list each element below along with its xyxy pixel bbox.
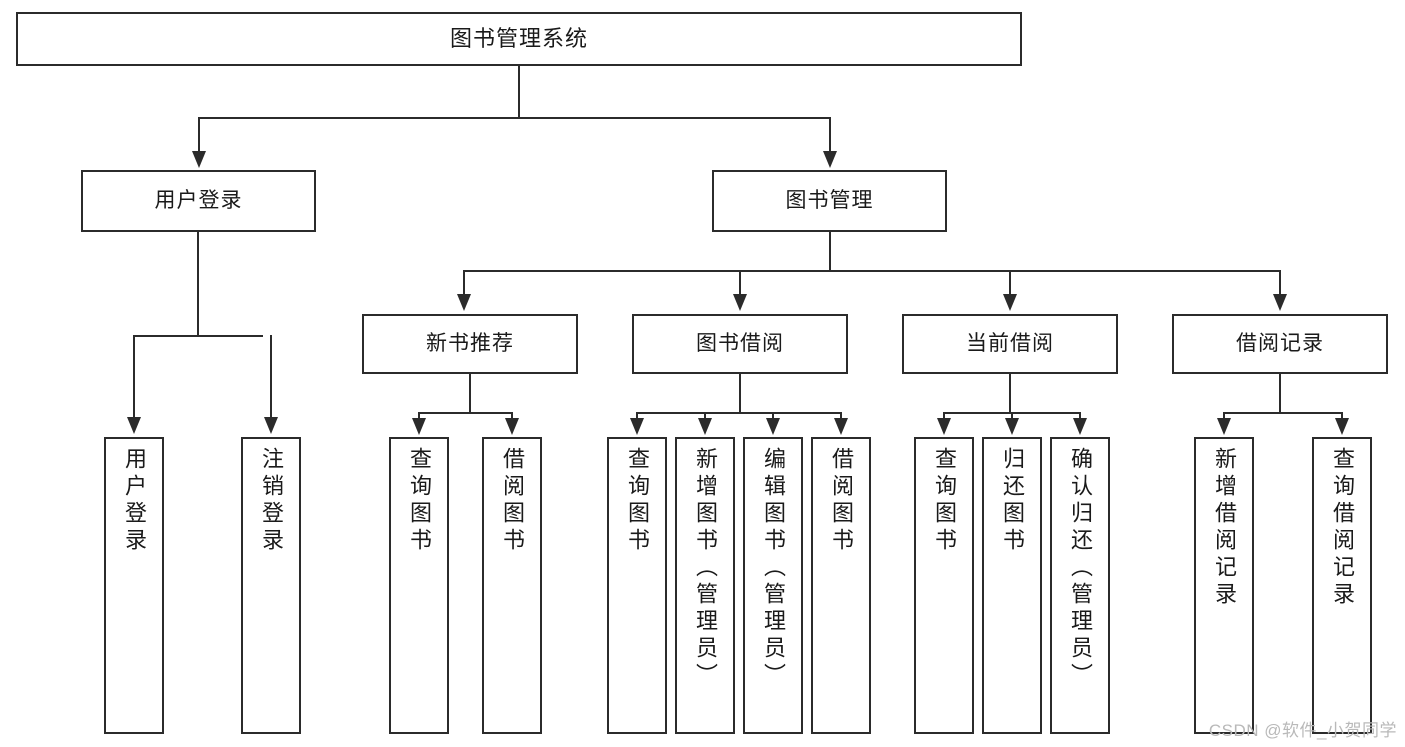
node-label: 归还图书 [1000, 447, 1025, 555]
edge-current-borrow-stem [1009, 374, 1011, 412]
arrow-bb-to-leaf-3 [834, 418, 848, 435]
leaf-book-borrow-2[interactable]: 编辑图书（管理员） [743, 437, 803, 734]
edge-book-management-bus [463, 270, 1281, 272]
edge-book-borrow-stem [739, 374, 741, 412]
node-label: 查询图书 [407, 447, 432, 555]
edge-bm-to-current-borrow [1009, 270, 1011, 296]
node-label: 查询图书 [625, 447, 650, 555]
leaf-borrow-record-1[interactable]: 查询借阅记录 [1312, 437, 1372, 734]
edge-user-login-stem [197, 232, 199, 335]
node-book-borrow[interactable]: 图书借阅 [632, 314, 848, 374]
leaf-user-login-1[interactable]: 注销登录 [241, 437, 301, 734]
arrow-bm-to-current-borrow [1003, 294, 1017, 311]
node-label: 当前借阅 [966, 331, 1054, 355]
node-label: 查询借阅记录 [1330, 447, 1355, 609]
arrow-bm-to-new-book [457, 294, 471, 311]
edge-bm-to-book-borrow [739, 270, 741, 296]
csdn-watermark: CSDN @软件_小贺同学 [1208, 721, 1397, 740]
leaf-current-borrow-0[interactable]: 查询图书 [914, 437, 974, 734]
arrow-bb-to-leaf-0 [630, 418, 644, 435]
leaf-book-borrow-0[interactable]: 查询图书 [607, 437, 667, 734]
node-label: 新书推荐 [426, 331, 514, 355]
node-label: 图书管理系统 [449, 26, 588, 52]
arrow-root-to-user-login [192, 151, 206, 168]
arrow-root-to-book-management [823, 151, 837, 168]
edge-new-book-to-leaf-1 [511, 412, 513, 420]
node-label: 借阅图书 [500, 447, 525, 555]
arrow-user-login-to-leaf-0 [127, 417, 141, 434]
edge-new-book-bus [418, 412, 513, 414]
node-current-borrow[interactable]: 当前借阅 [902, 314, 1118, 374]
arrow-bm-to-borrow-record [1273, 294, 1287, 311]
leaf-book-borrow-3[interactable]: 借阅图书 [811, 437, 871, 734]
node-label: 查询图书 [932, 447, 957, 555]
arrow-bb-to-leaf-1 [698, 418, 712, 435]
leaf-book-borrow-1[interactable]: 新增图书（管理员） [675, 437, 735, 734]
arrow-new-book-to-leaf-1 [505, 418, 519, 435]
edge-borrow-record-bus [1223, 412, 1343, 414]
edge-bm-to-new-book [463, 270, 465, 296]
edge-book-management-stem [829, 232, 831, 270]
leaf-user-login-0[interactable]: 用户登录 [104, 437, 164, 734]
node-user-login[interactable]: 用户登录 [81, 170, 316, 232]
arrow-new-book-to-leaf-0 [412, 418, 426, 435]
node-label: 编辑图书（管理员） [761, 447, 786, 690]
edge-root-bus [198, 117, 830, 119]
edge-new-book-to-leaf-0 [418, 412, 420, 420]
edge-borrow-record-stem [1279, 374, 1281, 412]
node-label: 借阅记录 [1236, 331, 1324, 355]
arrow-user-login-to-leaf-1 [264, 417, 278, 434]
edge-cb-to-leaf-2 [1079, 412, 1081, 420]
edge-bb-to-leaf-0 [636, 412, 638, 420]
edge-cb-to-leaf-1 [1011, 412, 1013, 420]
edge-cb-to-leaf-0 [943, 412, 945, 420]
edge-bb-to-leaf-2 [772, 412, 774, 420]
arrow-cb-to-leaf-1 [1005, 418, 1019, 435]
node-label: 图书借阅 [696, 331, 784, 355]
node-label: 新增借阅记录 [1212, 447, 1237, 609]
arrow-bm-to-book-borrow [733, 294, 747, 311]
edge-bb-to-leaf-3 [840, 412, 842, 420]
node-book-management[interactable]: 图书管理 [712, 170, 947, 232]
leaf-current-borrow-1[interactable]: 归还图书 [982, 437, 1042, 734]
node-label: 新增图书（管理员） [693, 447, 718, 690]
leaf-new-book-recommend-1[interactable]: 借阅图书 [482, 437, 542, 734]
edge-br-to-leaf-0 [1223, 412, 1225, 420]
arrow-br-to-leaf-1 [1335, 418, 1349, 435]
leaf-borrow-record-0[interactable]: 新增借阅记录 [1194, 437, 1254, 734]
edge-bm-to-borrow-record [1279, 270, 1281, 296]
node-label: 用户登录 [154, 188, 243, 212]
arrow-cb-to-leaf-2 [1073, 418, 1087, 435]
edge-new-book-stem [469, 374, 471, 412]
edge-user-login-to-leaf-1 [270, 335, 272, 419]
edge-user-login-bus [133, 335, 263, 337]
leaf-current-borrow-2[interactable]: 确认归还（管理员） [1050, 437, 1110, 734]
arrow-cb-to-leaf-0 [937, 418, 951, 435]
edge-root-stem [518, 66, 520, 117]
edge-br-to-leaf-1 [1341, 412, 1343, 420]
edge-book-borrow-bus [636, 412, 842, 414]
node-borrow-record[interactable]: 借阅记录 [1172, 314, 1388, 374]
edge-root-to-book-management [829, 117, 831, 153]
node-label: 注销登录 [259, 447, 284, 555]
node-new-book-recommend[interactable]: 新书推荐 [362, 314, 578, 374]
arrow-bb-to-leaf-2 [766, 418, 780, 435]
node-label: 确认归还（管理员） [1068, 447, 1093, 690]
node-label: 用户登录 [122, 447, 147, 555]
edge-root-to-user-login [198, 117, 200, 153]
node-label: 借阅图书 [829, 447, 854, 555]
edge-bb-to-leaf-1 [704, 412, 706, 420]
node-label: 图书管理 [785, 188, 874, 212]
arrow-br-to-leaf-0 [1217, 418, 1231, 435]
edge-user-login-to-leaf-0 [133, 335, 135, 419]
node-root-book-management-system[interactable]: 图书管理系统 [16, 12, 1022, 66]
leaf-new-book-recommend-0[interactable]: 查询图书 [389, 437, 449, 734]
